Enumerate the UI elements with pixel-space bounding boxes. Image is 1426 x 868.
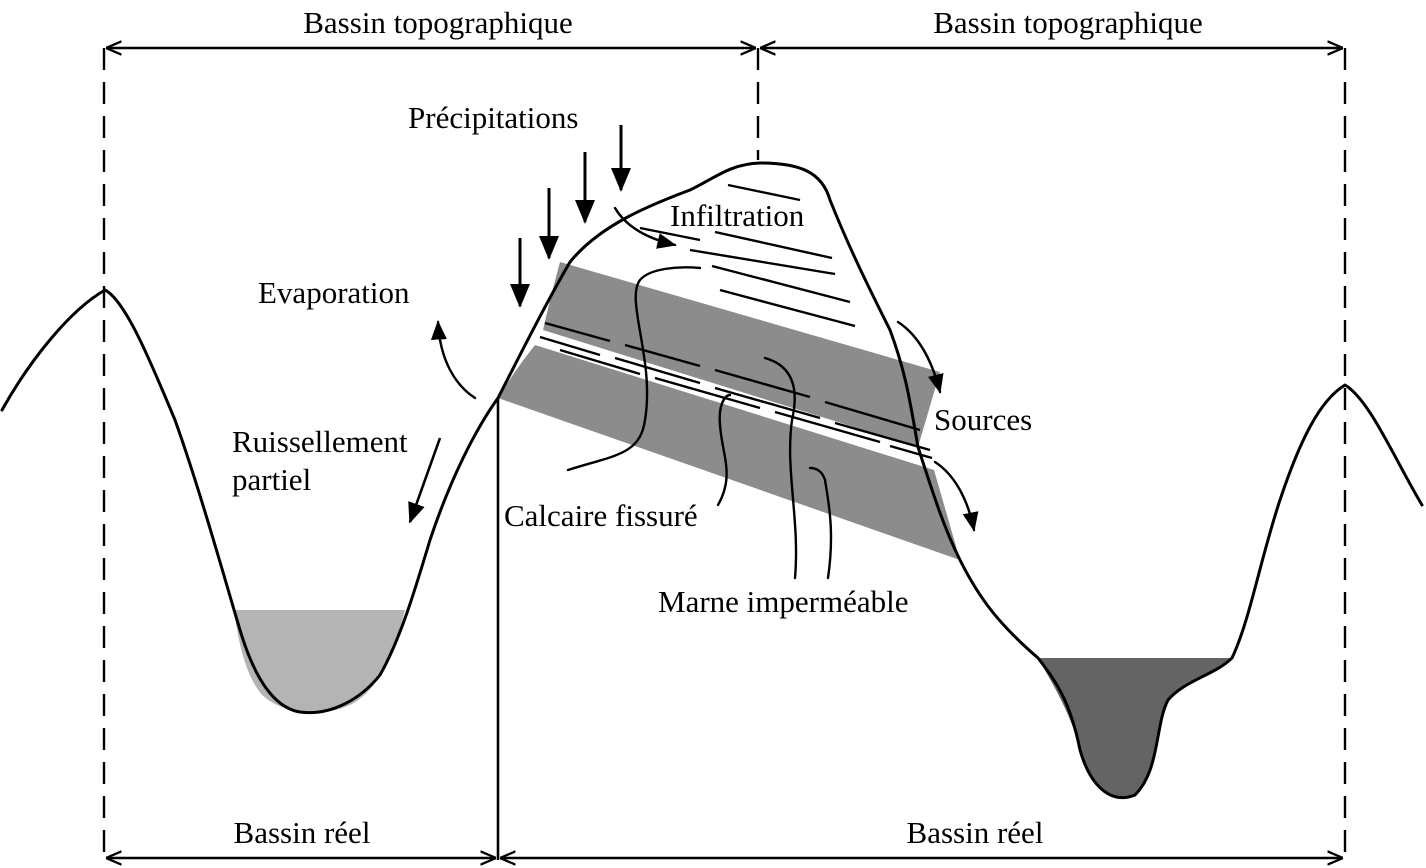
source-arrow-lower [933,460,979,532]
marl-label: Marne imperméable [658,584,908,619]
infiltration-label: Infiltration [670,198,805,233]
bottom-right-basin-label: Bassin réel [907,815,1044,850]
limestone-layer-upper [543,262,940,447]
infiltration-arrow [613,206,677,249]
precipitation-arrows [510,125,631,308]
bottom-left-basin-label: Bassin réel [234,815,371,850]
precipitation-label: Précipitations [408,100,578,135]
evaporation-label: Evaporation [258,275,410,310]
right-river [1038,658,1232,798]
evaporation-arrow [430,320,477,400]
marl-leader-2 [808,466,833,580]
runoff-arrow [408,437,442,524]
terrain-profile [0,161,1424,800]
runoff-label-line1: Ruissellement [232,424,408,459]
runoff-label-line2: partiel [232,462,311,497]
limestone-leader-2 [716,393,732,507]
source-arrow-upper [896,320,944,394]
top-right-basin-label: Bassin topographique [933,5,1203,40]
marl-leader-1 [763,356,798,580]
limestone-layer-lower [498,345,960,560]
limestone-label: Calcaire fissuré [504,498,698,533]
sources-label: Sources [934,402,1032,437]
top-left-basin-label: Bassin topographique [303,5,573,40]
left-lake [234,610,405,713]
strata-dashes [539,183,933,460]
limestone-leader-1 [566,266,702,472]
